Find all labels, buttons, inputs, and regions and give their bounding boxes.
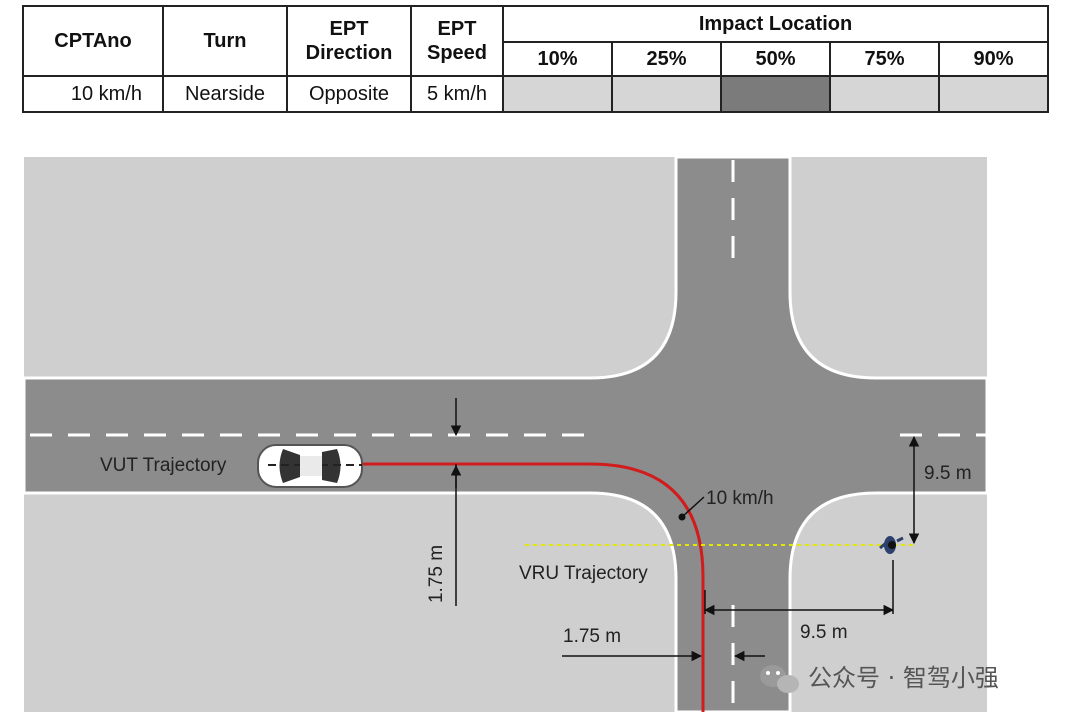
header-ept-speed: EPT Speed xyxy=(410,5,504,77)
watermark: 公众号 · 智驾小强 xyxy=(760,664,999,693)
header-ept-direction: EPT Direction xyxy=(286,5,412,77)
cell-ept-speed: 5 km/h xyxy=(410,75,504,113)
header-ept-direction-text: EPT Direction xyxy=(305,18,393,64)
header-impact-location: Impact Location xyxy=(501,5,1050,43)
impact-cell-90 xyxy=(937,75,1050,113)
dim-vut-lateral-label: 1.75 m xyxy=(426,545,447,603)
vut-car xyxy=(257,444,363,488)
dim-vru-y-label: 9.5 m xyxy=(924,463,972,484)
speed-leader xyxy=(681,496,705,518)
header-pct-25: 25% xyxy=(611,41,722,77)
cell-cptano: 10 km/h xyxy=(22,75,164,113)
speed-label: 10 km/h xyxy=(706,488,774,509)
cell-ept-direction: Opposite xyxy=(286,75,412,113)
cell-turn: Nearside xyxy=(162,75,288,113)
header-pct-90: 90% xyxy=(937,41,1050,77)
watermark-text: 公众号 · 智驾小强 xyxy=(808,664,999,692)
vut-trajectory-label: VUT Trajectory xyxy=(100,455,227,476)
impact-cell-50 xyxy=(720,75,831,113)
header-pct-10: 10% xyxy=(502,41,613,77)
header-pct-75: 75% xyxy=(829,41,940,77)
dim-vru-x-label: 9.5 m xyxy=(800,622,848,643)
header-ept-speed-text: EPT Speed xyxy=(426,18,488,64)
impact-cell-10 xyxy=(502,75,613,113)
impact-cell-75 xyxy=(829,75,940,113)
dim-vru-x xyxy=(703,560,895,616)
impact-cell-25 xyxy=(611,75,722,113)
wechat-icon xyxy=(760,665,799,693)
header-pct-50: 50% xyxy=(720,41,831,77)
header-cptano: CPTAno xyxy=(22,5,164,77)
dim-lane-offset-label: 1.75 m xyxy=(563,626,621,647)
vut-trajectory-line xyxy=(360,462,705,712)
header-turn: Turn xyxy=(162,5,288,77)
vru-pedestrian xyxy=(879,536,904,554)
vru-trajectory-label: VRU Trajectory xyxy=(519,563,648,584)
test-parameters-table: CPTAno Turn EPT Direction EPT Speed Impa… xyxy=(22,5,1050,113)
